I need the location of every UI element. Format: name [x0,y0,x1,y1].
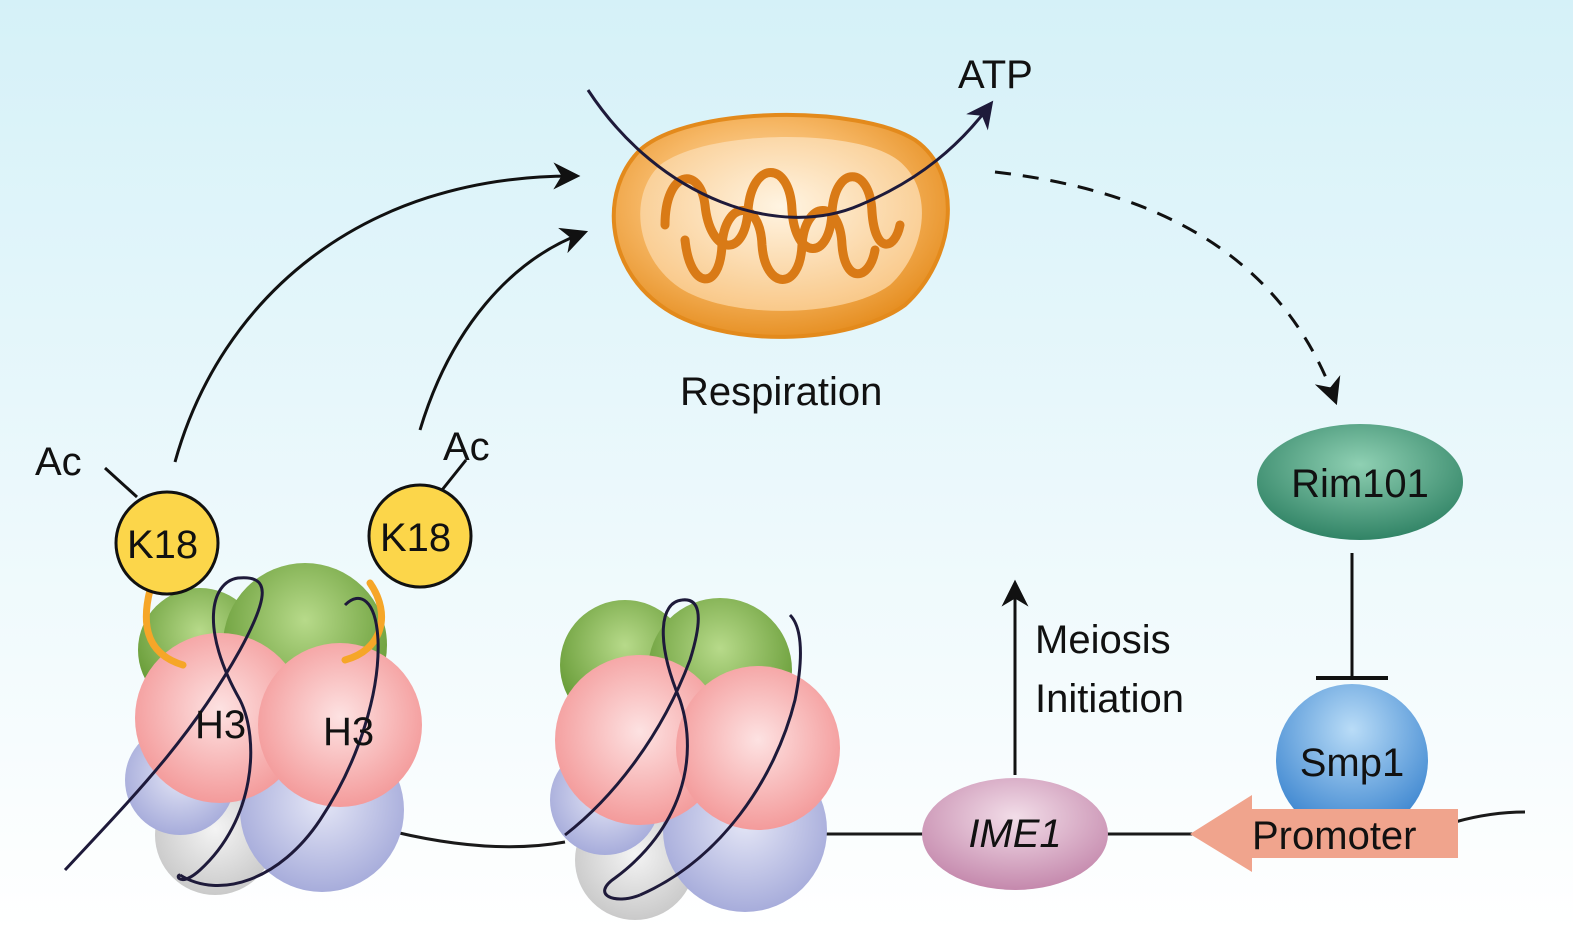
mitochondrion-cristae [660,168,905,253]
k18-left-marker [103,466,220,596]
k18-right-label: K18 [380,516,451,560]
atp-arrow [586,89,994,219]
smp1-label: Smp1 [1300,741,1405,785]
respiration-label: Respiration [680,370,882,414]
k18-left-to-mito-arrow [173,162,581,463]
h3-left-label: H3 [195,703,246,747]
promoter-arrow [1190,795,1458,872]
ime1-gene [922,778,1108,890]
smp1-protein [1276,684,1428,836]
ac-right-label: Ac [443,425,490,469]
ac-left-label: Ac [35,440,82,484]
meiosis-label-line2: Initiation [1035,677,1184,721]
ime1-label: IME1 [968,812,1061,856]
meiosis-label-line1: Meiosis [1035,618,1171,662]
atp-label: ATP [958,53,1033,97]
nucleosome-left [63,563,422,895]
mitochondrion [611,112,950,339]
k18-right-marker [367,459,473,589]
mito-to-rim101-dashed-arrow [994,170,1341,406]
k18-left-label: K18 [127,523,198,567]
dna-strand [394,830,566,849]
h3-right-label: H3 [323,710,374,754]
rim101-inhibits-smp1 [1316,553,1388,680]
rim101-label: Rim101 [1291,462,1429,506]
rim101-protein [1257,424,1463,540]
k18-right-to-mito-arrow [418,227,589,431]
promoter-label: Promoter [1252,814,1417,858]
nucleosome-middle [550,598,840,920]
